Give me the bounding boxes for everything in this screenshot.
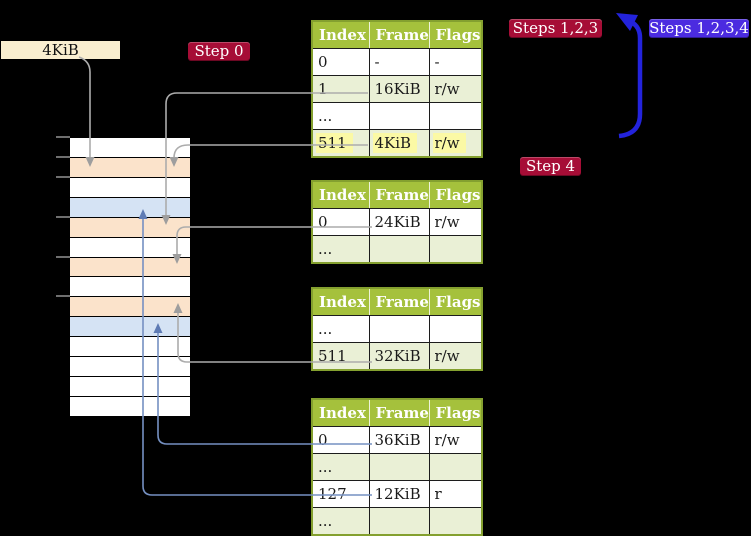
cell-index: ...	[318, 107, 333, 125]
cell-flags: r/w	[432, 133, 466, 153]
page-table-level3: Index Frame Flags 0 24KiB r/w ...	[311, 180, 483, 264]
table-row: 511 32KiB r/w	[312, 342, 482, 370]
memory-frame	[70, 197, 190, 218]
memory-frame	[70, 257, 190, 278]
memory-frame	[70, 297, 190, 318]
frame-size-label: 4KiB	[1, 41, 120, 59]
memory-frame	[70, 337, 190, 358]
memory-tick	[56, 216, 70, 218]
memory-frame	[70, 177, 190, 198]
col-header-flags: Flags	[428, 21, 482, 49]
table-header-row: Index Frame Flags	[312, 399, 482, 427]
col-header-frame: Frame	[368, 399, 429, 427]
page-table-level1: Index Frame Flags 0 36KiB r/w ... 127 12…	[311, 398, 483, 536]
page-table-level4: Index Frame Flags 0 - - 1 16KiB r/w ... …	[311, 20, 483, 158]
step4-label: Step 4	[520, 157, 581, 176]
memory-frame	[70, 138, 190, 158]
cell-flags: r/w	[434, 80, 460, 98]
cell-index: ...	[318, 512, 333, 530]
memory-tick	[56, 256, 70, 258]
steps1234-label: Steps 1,2,3,4	[649, 19, 749, 38]
memory-frame	[70, 396, 190, 417]
cell-index: 1	[318, 80, 328, 98]
cell-index: 0	[318, 213, 328, 231]
col-header-frame: Frame	[368, 288, 429, 316]
col-header-index: Index	[312, 21, 369, 49]
cell-index: 511	[316, 133, 353, 153]
memory-tick	[56, 295, 70, 297]
memory-frame	[70, 357, 190, 378]
cell-index: 127	[318, 485, 347, 503]
recursive-loop-arrow	[616, 13, 643, 139]
col-header-flags: Flags	[428, 181, 482, 209]
memory-frame	[70, 317, 190, 338]
cell-flags: r/w	[434, 347, 460, 365]
col-header-flags: Flags	[428, 399, 482, 427]
cell-index: 0	[318, 53, 328, 71]
cell-index: 511	[318, 347, 347, 365]
cell-frame: 24KiB	[374, 213, 421, 231]
cell-flags: -	[434, 53, 440, 71]
cell-flags: r/w	[434, 213, 460, 231]
table-row: 127 12KiB r	[312, 480, 482, 508]
cell-flags: r	[434, 485, 442, 503]
col-header-frame: Frame	[368, 21, 429, 49]
table-row: ...	[312, 102, 482, 130]
steps123-label: Steps 1,2,3	[509, 19, 602, 38]
table-row: 0 36KiB r/w	[312, 426, 482, 454]
memory-frame	[70, 157, 190, 178]
memory-tick	[56, 176, 70, 178]
cell-index: ...	[318, 320, 333, 338]
cell-frame: -	[374, 53, 380, 71]
col-header-frame: Frame	[368, 181, 429, 209]
memory-frame	[70, 237, 190, 258]
cell-flags: r/w	[434, 431, 460, 449]
cell-index: 0	[318, 431, 328, 449]
cell-frame: 36KiB	[374, 431, 421, 449]
table-header-row: Index Frame Flags	[312, 288, 482, 316]
memory-frame	[70, 217, 190, 238]
table-row: ...	[312, 453, 482, 481]
cell-frame: 32KiB	[374, 347, 421, 365]
table-row: ...	[312, 235, 482, 263]
step0-label: Step 0	[188, 42, 250, 61]
table-row: ...	[312, 507, 482, 535]
col-header-index: Index	[312, 181, 369, 209]
cell-frame: 12KiB	[374, 485, 421, 503]
table-row: 0 - -	[312, 48, 482, 76]
physical-memory-column	[70, 137, 190, 417]
col-header-index: Index	[312, 288, 369, 316]
table-row: ...	[312, 315, 482, 343]
col-header-flags: Flags	[428, 288, 482, 316]
cell-frame: 16KiB	[374, 80, 421, 98]
table-row: 0 24KiB r/w	[312, 208, 482, 236]
page-table-level2: Index Frame Flags ... 511 32KiB r/w	[311, 287, 483, 371]
cell-frame: 4KiB	[372, 133, 418, 153]
memory-tick	[56, 156, 70, 158]
table-row-highlighted: 511 4KiB r/w	[312, 129, 482, 157]
table-header-row: Index Frame Flags	[312, 181, 482, 209]
memory-frame	[70, 377, 190, 397]
memory-frame	[70, 277, 190, 298]
table-row: 1 16KiB r/w	[312, 75, 482, 103]
table-header-row: Index Frame Flags	[312, 21, 482, 49]
memory-tick	[56, 136, 70, 138]
cell-index: ...	[318, 240, 333, 258]
col-header-index: Index	[312, 399, 369, 427]
cell-index: ...	[318, 458, 333, 476]
